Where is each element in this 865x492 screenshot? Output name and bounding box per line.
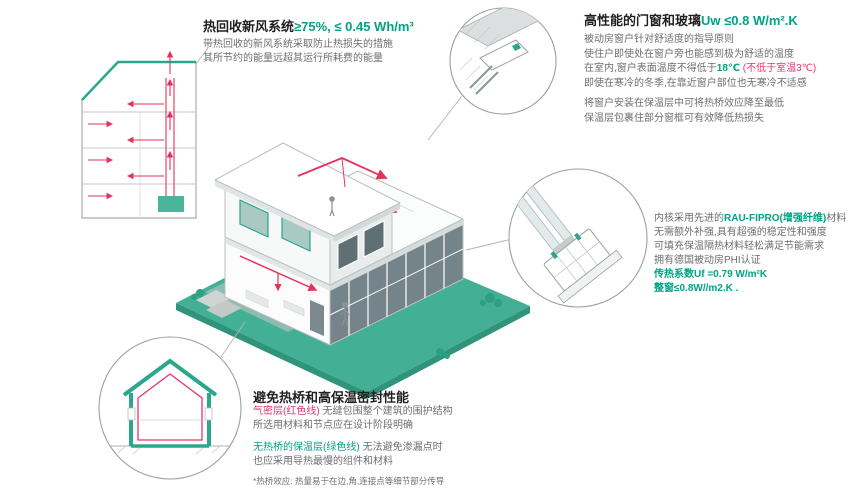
thermal-line-1: 气密层(红色线)无缝包围整个建筑的围护结构 [253, 405, 453, 419]
insulation-label: 无热桥的保温层(绿色线) [253, 442, 360, 453]
windows-description: 被动房窗户针对舒适度的指导原则 使住户即使处在窗户旁也能感到极为舒适的温度 在室… [584, 33, 816, 126]
hrv-line-1: 带热回收的新风系统采取防止热损失的措施 [203, 39, 393, 50]
hrv-title: 热回收新风系统≥75%, ≤ 0.45 Wh/m³ [203, 16, 414, 35]
windows-line-5: 将窗户安装在保温层中可将热桥效应降至最低 [584, 98, 784, 109]
windows-title: 高性能的门窗和玻璃Uw ≤0.8 W/m².K [584, 10, 798, 29]
thermal-line-2: 所选用材料和节点应在设计阶段明确 [253, 420, 413, 431]
main-house [191, 142, 502, 359]
thermal-line-4: 也应采用导热最慢的组件和材料 [253, 456, 393, 467]
windows-title-value: Uw ≤0.8 W/m².K [701, 13, 798, 28]
detail-circle-insulation-envelope [98, 336, 242, 480]
detail-circle-window-profile [508, 168, 648, 308]
airtight-text: 无缝包围整个建筑的围护结构 [322, 406, 453, 417]
insulation-text: 无法避免渗漏点时 [362, 442, 443, 453]
person-figure [329, 196, 350, 327]
air-flow-arrows [88, 50, 174, 200]
slab-edge-left [225, 237, 330, 291]
material-line-4: 拥有德国被动房PHI认证 [654, 255, 761, 266]
airtight-label: 气密层(红色线) [253, 406, 320, 417]
windows-line-3-pre: 在室内,窗户表面温度不得低于 [584, 63, 717, 74]
house-cutaway-interior [224, 236, 331, 346]
slab-edge-right [330, 219, 463, 291]
windows-title-text: 高性能的门窗和玻璃 [584, 13, 702, 28]
windows-line-3-temp: 18℃ [716, 63, 741, 74]
plants [191, 289, 502, 359]
thermal-footnote: *热桥效应: 热量易于在边,角,连接点等细节部分传导 [253, 476, 445, 486]
material-line-1-post: 材料 [826, 213, 847, 224]
material-uw-value: 整窗≤0.8W//m2.K . [654, 283, 739, 294]
material-line-1-pre: 内核采用先进的 [654, 213, 724, 224]
material-line-1: 内核采用先进的RAU-FIPRO(增强纤维)材料 [654, 212, 846, 226]
hrv-title-value: ≥75%, ≤ 0.45 Wh/m³ [294, 19, 414, 34]
material-line-3: 可填充保温隔热材料轻松满足节能需求 [654, 241, 824, 252]
ventilation-section-diagram [81, 50, 197, 219]
material-description: 内核采用先进的RAU-FIPRO(增强纤维)材料 无需额外补强,具有超强的稳定性… [654, 212, 846, 296]
heat-recovery-unit [158, 196, 184, 212]
thermal-line-3: 无热桥的保温层(绿色线)无法避免渗漏点时 [253, 441, 453, 455]
hrv-title-text: 热回收新风系统 [203, 19, 295, 34]
windows-line-3: 在室内,窗户表面温度不得低于18℃ (不低于室温3℃) [584, 62, 816, 77]
windows-line-4: 即使在寒冷的冬季,在靠近窗户部位也无寒冷不适感 [584, 77, 807, 89]
airtight-line-red [137, 373, 203, 441]
material-uf-value: 传热系数Uf =0.79 W/m²K [654, 269, 768, 280]
thermal-description: 气密层(红色线)无缝包围整个建筑的围护结构 所选用材料和节点应在设计阶段明确 无… [253, 405, 453, 488]
glass-facade [329, 218, 464, 346]
hrv-description: 带热回收的新风系统采取防止热损失的措施 其所节约的能量远超其运行所耗费的能量 [203, 38, 393, 66]
detail-circle-window-corner [449, 7, 557, 115]
roof-slab [214, 142, 401, 242]
material-line-2: 无需额外补强,具有超强的稳定性和强度 [654, 227, 827, 238]
windows-line-2: 使住户即使处在窗户旁也能感到极为舒适的温度 [584, 48, 794, 60]
windows-line-1: 被动房窗户针对舒适度的指导原则 [584, 34, 734, 45]
windows-line-3-note: (不低于室温3℃) [742, 63, 817, 74]
insulation-line-green [122, 358, 218, 397]
hrv-line-2: 其所节约的能量远超其运行所耗费的能量 [203, 53, 383, 64]
material-brand: RAU-FIPRO(增强纤维) [724, 213, 827, 224]
thermal-title: 避免热桥和高保温密封性能 [253, 390, 410, 405]
windows-line-6: 保温层包裹住部分窗框可有效降低热损失 [584, 112, 764, 124]
connector-lines [195, 47, 509, 358]
